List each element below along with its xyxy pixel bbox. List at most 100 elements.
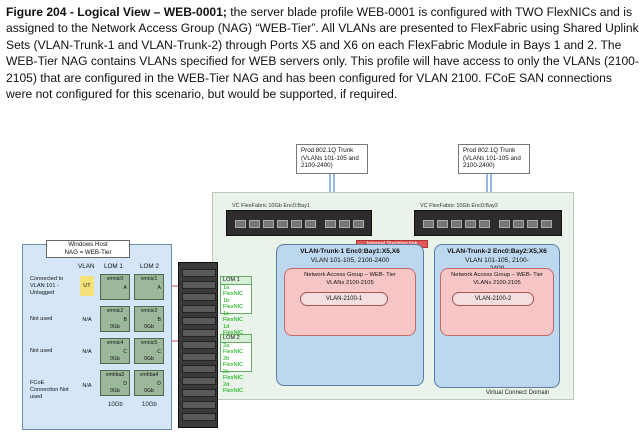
lom1-speed: 10Gb — [108, 402, 123, 408]
nic-speed: 0Gb — [110, 388, 120, 394]
lom1-head: LOM 1 — [221, 277, 251, 285]
nic-vmnic0: vmnic0 A — [100, 274, 130, 300]
switch-port — [527, 220, 538, 228]
logical-view-diagram: Prod 802.1Q Trunk (VLANs 101-105 and 210… — [0, 136, 644, 432]
switch-left-title: VC FlexFabric 10Gb Enc0:Bay1 — [232, 203, 310, 209]
switch-port — [479, 220, 490, 228]
trunk-left-line2: (VLANs 101-105 and — [301, 154, 359, 162]
lom2-speed: 10Gb — [142, 402, 157, 408]
blade-slot — [182, 389, 216, 397]
vlan-cell-ut: UT — [80, 276, 94, 296]
nic-vmhba4: vmhba4 D 0Gb — [134, 370, 164, 396]
switch-port — [277, 220, 288, 228]
lom2-flexnics: LOM 2 2a FlexNIC 2b FlexNIC 2c FlexNIC 2… — [220, 334, 252, 394]
vlan-cell: N/A — [82, 383, 92, 389]
trunk-left-line3: 2100-2400) — [301, 162, 333, 169]
trunk-left-line1: Prod 802.1Q Trunk — [301, 147, 354, 154]
flexfabric-switch-bay2 — [414, 210, 562, 236]
figure-title: Figure 204 - Logical View – WEB-0001; — [6, 5, 227, 19]
blade-slot — [182, 305, 216, 313]
lom2-item: 2d FlexNIC — [223, 381, 244, 395]
nag-left-vlans: VLANs 2100-2105 — [326, 280, 374, 286]
figure-caption: Figure 204 - Logical View – WEB-0001; th… — [6, 4, 640, 102]
switch-port — [541, 220, 552, 228]
nic-name: vmnic3 — [140, 308, 158, 314]
nic-name: vmhba3 — [105, 372, 125, 378]
switch-port — [465, 220, 476, 228]
switch-port — [291, 220, 302, 228]
nic-name: vmhba4 — [139, 372, 159, 378]
nic-speed: 0Gb — [110, 324, 120, 330]
blade-slot — [182, 377, 216, 385]
switch-port — [423, 220, 434, 228]
row-label: FCoE Connection Not used — [30, 380, 69, 400]
lom1-item: 1a FlexNIC — [223, 284, 244, 298]
switch-port — [339, 220, 350, 228]
nic-vmnic1: vmnic1 A — [134, 274, 164, 300]
blade-slot — [182, 293, 216, 301]
blade-slot — [182, 401, 216, 409]
nic-speed: 0Gb — [144, 388, 154, 394]
nic-name: vmnic2 — [106, 308, 124, 314]
lom2-item: 2c FlexNIC — [223, 368, 244, 382]
switch-port — [235, 220, 246, 228]
uplink-right-title: VLAN-Trunk-2 Enc0:Bay2:X5,X6 — [447, 248, 547, 255]
nic-vmhba3: vmhba3 D 0Gb — [100, 370, 130, 396]
flexfabric-switch-bay1 — [226, 210, 372, 236]
nag-right-vlans: VLANs 2100-2105 — [473, 280, 521, 286]
col-vlan: VLAN — [78, 263, 95, 270]
nic-name: vmnic1 — [140, 276, 158, 282]
nag-right-title: Network Access Group – WEB- Tier — [451, 272, 543, 278]
figure-description: the server blade profile WEB-0001 is con… — [6, 5, 639, 102]
switch-port — [353, 220, 364, 228]
uplink-left-title: VLAN-Trunk-1 Enc0:Bay1:X5,X6 — [300, 248, 400, 255]
nic-name: vmnic0 — [106, 276, 124, 282]
nic-speed: 0Gb — [110, 356, 120, 362]
row-label: Not used — [30, 348, 53, 354]
switch-port — [437, 220, 448, 228]
vc-domain-label: Virtual Connect Domain — [486, 390, 550, 396]
nic-name: vmnic4 — [106, 340, 124, 346]
nic-port-letter: C — [157, 349, 161, 355]
blade-slot — [182, 365, 216, 373]
nic-port-letter: D — [123, 381, 127, 387]
switch-right-title: VC FlexFabric 10Gb Enc0:Bay2 — [420, 203, 498, 209]
lom2-item: 2a FlexNIC — [223, 342, 244, 356]
nic-vmnic4: vmnic4 C 0Gb — [100, 338, 130, 364]
lom1-item: 1c FlexNIC — [223, 310, 244, 324]
switch-port — [451, 220, 462, 228]
host-title-line2: NAG = WEB-Tier — [64, 249, 112, 256]
lom1-item: 1d FlexNIC — [223, 323, 244, 337]
nag-left-title: Network Access Group – WEB- Tier — [304, 272, 396, 278]
switch-port — [499, 220, 510, 228]
lom2-item: 2b FlexNIC — [223, 355, 244, 369]
nic-port-letter: D — [157, 381, 161, 387]
lom1-item: 1b FlexNIC — [223, 297, 244, 311]
lom2-head: LOM 2 — [221, 335, 251, 343]
nic-port-letter: A — [157, 285, 161, 291]
uplink-left-vlans: VLAN 101-105, 2100-2400 — [310, 257, 390, 264]
server-blade — [178, 262, 218, 428]
trunk-right-line2: (VLANs 101-105 and — [463, 154, 521, 162]
trunk-right-line1: Prod 802.1Q Trunk — [463, 147, 516, 154]
trunk-right-callout: Prod 802.1Q Trunk (VLANs 101-105 and 210… — [458, 144, 530, 174]
blade-slot — [182, 281, 216, 289]
blade-slot — [182, 353, 216, 361]
blade-slot — [182, 329, 216, 337]
blade-slot — [182, 269, 216, 277]
nic-vmnic5: vmnic5 C 0Gb — [134, 338, 164, 364]
row-label: Not used — [30, 316, 53, 322]
host-title: Windows Host NAG = WEB-Tier — [46, 240, 130, 258]
nic-vmnic2: vmnic2 B 0Gb — [100, 306, 130, 332]
switch-port — [513, 220, 524, 228]
uplink-right-vlans-1: VLAN 101-105, 2100- — [465, 257, 529, 264]
vlan-2100-2: VLAN-2100-2 — [452, 292, 534, 306]
row-label: Connected to VLAN 101 - Untagged — [30, 276, 64, 296]
switch-port — [325, 220, 336, 228]
col-lom1: LOM 1 — [104, 263, 123, 270]
nic-vmnic3: vmnic3 B 0Gb — [134, 306, 164, 332]
nic-speed: 0Gb — [144, 324, 154, 330]
nic-port-letter: B — [157, 317, 161, 323]
blade-slot — [182, 317, 216, 325]
nic-port-letter: B — [123, 317, 127, 323]
